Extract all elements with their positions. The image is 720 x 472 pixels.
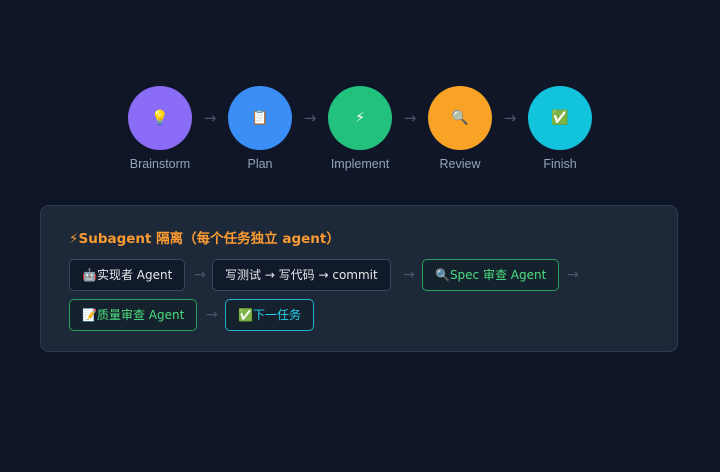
magnifier-icon: 🔍 — [451, 110, 469, 126]
step-label-review: Review — [439, 157, 481, 171]
step-label-finish: Finish — [543, 157, 577, 171]
step-label-brainstorm: Brainstorm — [129, 157, 191, 171]
chip-next-task: ✅下一任务 — [225, 299, 314, 331]
step-plan: 📋 Plan — [210, 86, 310, 171]
check-icon: ✅ — [551, 110, 569, 126]
step-label-plan: Plan — [247, 157, 273, 171]
chip-test-code-commit: 写测试 → 写代码 → commit — [212, 259, 391, 291]
step-implement: ⚡ Implement — [310, 86, 410, 171]
step-brainstorm: 💡 Brainstorm — [110, 86, 210, 171]
subagent-panel: ⚡Subagent 隔离（每个任务独立 agent） 🤖实现者 Agent → … — [40, 205, 678, 352]
finish-circle: ✅ — [528, 86, 592, 150]
implement-circle: ⚡ — [328, 86, 392, 150]
chip-arrow: → — [567, 267, 579, 283]
chip-quality-review-agent: 📝质量审查 Agent — [69, 299, 198, 331]
flow-arrow: → — [203, 109, 217, 127]
flow-arrow: → — [503, 109, 517, 127]
chip-arrow: → — [206, 307, 218, 323]
chip-arrow: → — [403, 267, 415, 283]
panel-title: ⚡Subagent 隔离（每个任务独立 agent） — [69, 231, 340, 247]
chip-arrow: → — [194, 267, 206, 283]
step-finish: ✅ Finish — [510, 86, 610, 171]
clipboard-icon: 📋 — [251, 110, 269, 126]
chip-spec-review-agent: 🔍Spec 审查 Agent — [422, 259, 560, 291]
brainstorm-circle: 💡 — [128, 86, 192, 150]
plan-circle: 📋 — [228, 86, 292, 150]
step-label-implement: Implement — [330, 157, 390, 171]
lightning-icon: ⚡ — [355, 110, 365, 126]
lightbulb-icon: 💡 — [151, 110, 169, 126]
step-review: 🔍 Review — [410, 86, 510, 171]
flow-arrow: → — [403, 109, 417, 127]
workflow-steps: 💡 Brainstorm → 📋 Plan → ⚡ Implement → 🔍 … — [0, 86, 720, 176]
review-circle: 🔍 — [428, 86, 492, 150]
flow-arrow: → — [303, 109, 317, 127]
chip-implementer-agent: 🤖实现者 Agent — [69, 259, 186, 291]
